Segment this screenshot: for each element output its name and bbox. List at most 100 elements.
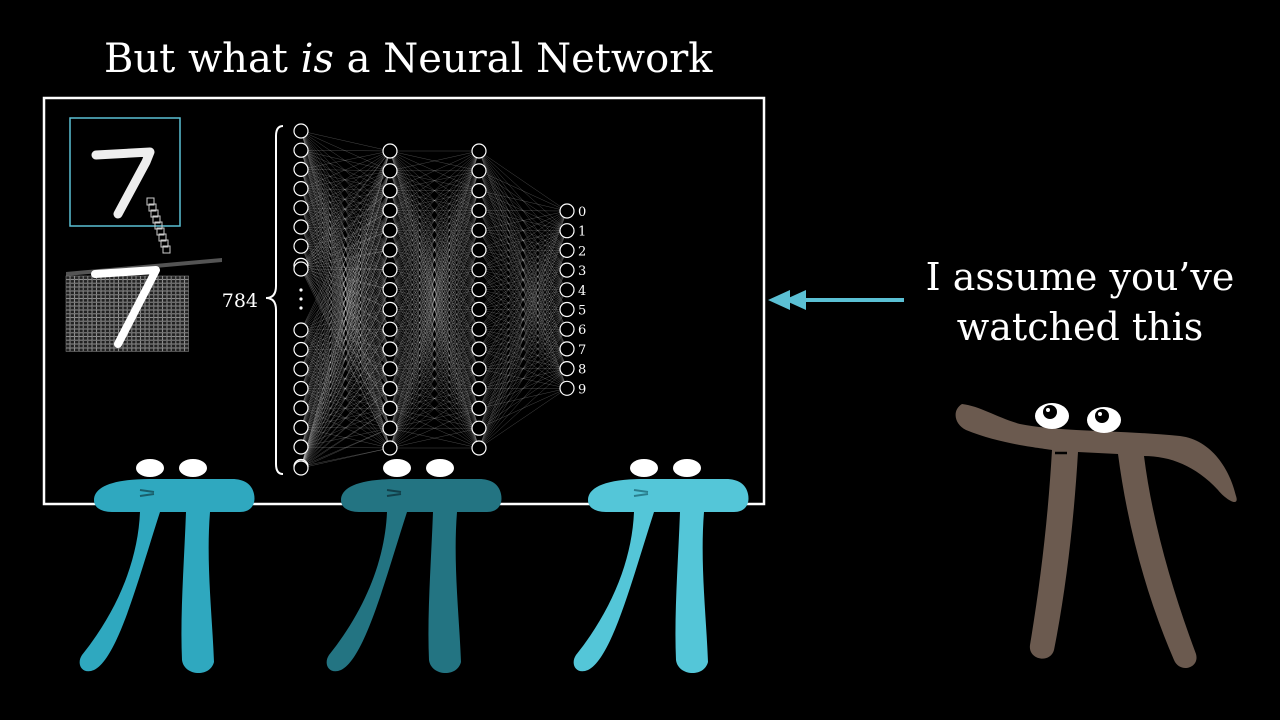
pixel-grid-cell — [74, 336, 79, 341]
pixel-grid-cell — [166, 309, 172, 314]
pixel-grid-cell — [114, 321, 119, 326]
pixel-grid-cell — [127, 279, 132, 284]
network-edge — [478, 269, 568, 449]
output-label: 1 — [578, 225, 586, 240]
network-edge — [478, 210, 568, 389]
network-edge — [478, 309, 568, 369]
pixel-grid-cell — [144, 302, 150, 307]
network-edge — [478, 348, 568, 389]
pixel-grid-cell — [105, 321, 110, 326]
network-edge — [300, 210, 391, 389]
pixel-grid-cell — [114, 306, 119, 310]
network-edge — [300, 289, 391, 331]
pixel-grid-cell — [180, 283, 185, 288]
network-edge — [300, 249, 391, 467]
pixel-grid-cell — [149, 298, 154, 303]
pixel-grid-cell — [162, 347, 167, 352]
network-edge — [478, 269, 568, 310]
network-edge — [389, 210, 480, 429]
pixel-grid-cell — [105, 290, 110, 295]
pixel-grid-cell — [136, 344, 141, 348]
network-edge — [300, 207, 391, 251]
pixel-grid-cell — [149, 294, 154, 299]
network-edge — [300, 289, 391, 469]
pixel-grid-cell — [162, 306, 167, 310]
pixel-grid-cell — [175, 309, 181, 314]
pixel-grid-cell — [74, 287, 79, 291]
network-edge — [389, 150, 480, 172]
pixel-grid-cell — [114, 298, 119, 303]
network-edge — [389, 368, 480, 449]
pixel-grid-cell — [158, 290, 163, 295]
pixel-grid-cell — [166, 290, 172, 295]
network-edge — [300, 388, 391, 409]
pixel-grid-cell — [166, 275, 172, 280]
network-edge — [389, 249, 480, 290]
network-edge — [478, 210, 568, 290]
neuron — [293, 261, 309, 277]
network-edge — [478, 230, 568, 310]
network-edge — [300, 130, 391, 231]
pixel-grid-cell — [144, 321, 150, 326]
pixel-grid-cell — [166, 321, 172, 326]
pixel-grid-cell — [184, 275, 189, 280]
pixel-grid-cell — [158, 275, 163, 280]
network-edge — [478, 348, 568, 370]
pixel-grid-cell — [153, 340, 159, 345]
network-edge — [389, 150, 480, 290]
network-edge — [389, 230, 480, 409]
network-edge — [389, 249, 480, 449]
pixel-grid-cell — [78, 321, 84, 326]
pixel-grid-cell — [70, 287, 75, 291]
network-edge — [300, 226, 391, 449]
network-edge — [389, 150, 480, 270]
network-edge — [478, 289, 568, 310]
pixel-grid-cell — [78, 332, 84, 337]
pixel-grid-cell — [140, 347, 145, 352]
network-edge — [300, 249, 391, 428]
pixel-grid-cell — [92, 344, 97, 348]
network-edge — [389, 309, 480, 449]
pixel-grid-cell — [87, 275, 93, 280]
network-edge — [478, 309, 568, 350]
network-edge — [300, 188, 391, 409]
pixel-grid-cell — [100, 328, 106, 333]
network-edge — [300, 130, 391, 251]
network-edge — [300, 230, 391, 448]
network-edge — [300, 348, 391, 409]
pixel-grid-cell — [171, 336, 176, 341]
network-edge — [478, 269, 568, 330]
network-edge — [478, 170, 568, 330]
network-edge — [300, 309, 391, 469]
pixel-grid-cell — [122, 294, 128, 299]
network-edge — [478, 289, 568, 409]
pixel-grid-cell — [149, 328, 154, 333]
neuron — [559, 242, 575, 258]
pixel-grid-cell — [140, 279, 145, 284]
pixel-grid-cell — [70, 309, 75, 314]
pixel-grid-cell — [70, 313, 75, 318]
network-edge — [300, 329, 391, 409]
pixel-chain-cell — [146, 197, 155, 206]
network-edge — [389, 170, 480, 191]
network-edge — [389, 348, 480, 429]
network-edge — [389, 328, 480, 370]
network-edge — [300, 246, 391, 449]
network-edge — [300, 268, 391, 350]
network-edge — [300, 230, 391, 370]
network-edge — [300, 309, 391, 428]
pixel-grid-cell — [180, 309, 185, 314]
pixel-grid-cell — [65, 290, 71, 295]
network-edge — [300, 289, 391, 389]
network-edge — [300, 169, 391, 172]
network-edge — [300, 169, 391, 290]
network-edge — [300, 309, 391, 370]
network-edge — [478, 289, 568, 429]
network-edge — [300, 328, 391, 370]
network-edge — [389, 388, 480, 409]
network-edge — [300, 249, 391, 331]
network-edge — [478, 210, 568, 330]
network-edge — [478, 150, 568, 231]
network-edge — [300, 229, 391, 266]
